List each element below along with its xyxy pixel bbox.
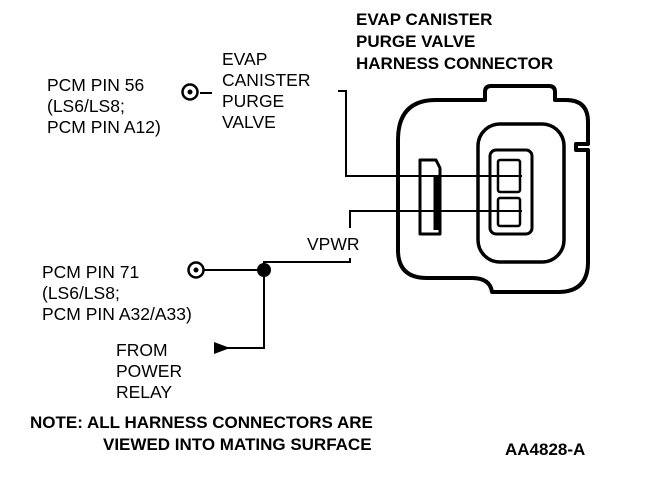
note-text: NOTE: ALL HARNESS CONNECTORS ARE VIEWED …: [30, 412, 373, 456]
terminal-block: [488, 148, 534, 236]
connector-cavity: [476, 122, 566, 264]
connector-housing: [396, 84, 590, 294]
valve-label-line: VALVE: [222, 112, 276, 132]
pin71-label-line: PCM PIN A32/A33): [42, 304, 192, 324]
relay-wire: [226, 276, 265, 349]
pin71-label-line: PCM PIN 71: [42, 262, 140, 282]
connector-title: EVAP CANISTER PURGE VALVE HARNESS CONNEC…: [356, 9, 553, 75]
valve-label-line: CANISTER: [222, 70, 311, 90]
splice-node: [257, 263, 271, 277]
pin56-label-line: PCM PIN A12): [47, 117, 161, 137]
pin71-label-line: (LS6/LS8;: [42, 283, 120, 303]
relay-label-line: RELAY: [116, 382, 173, 402]
note-line: VIEWED INTO MATING SURFACE: [103, 435, 372, 454]
pin71-label: PCM PIN 71 (LS6/LS8; PCM PIN A32/A33): [42, 262, 192, 325]
relay-label: FROM POWER RELAY: [116, 340, 182, 403]
valve-label-line: EVAP: [222, 49, 268, 69]
figure-id: AA4828-A: [505, 440, 586, 459]
pin56-label-line: PCM PIN 56: [47, 75, 145, 95]
vpwr-label: VPWR: [307, 234, 360, 254]
valve-label: EVAP CANISTER PURGE VALVE: [222, 49, 310, 133]
pin56-label: PCM PIN 56 (LS6/LS8; PCM PIN A12): [47, 75, 161, 138]
pin71-terminal-dot: [193, 267, 199, 273]
vpwr-drop: [263, 258, 351, 270]
note-line: NOTE: ALL HARNESS CONNECTORS ARE: [30, 413, 373, 432]
relay-label-line: POWER: [116, 361, 183, 381]
connector-title-line: HARNESS CONNECTOR: [356, 54, 554, 73]
pin56-label-line: (LS6/LS8;: [47, 96, 125, 116]
connector-title-line: EVAP CANISTER: [356, 10, 493, 29]
valve-wire: [338, 90, 522, 177]
valve-label-line: PURGE: [222, 91, 285, 111]
pin56-terminal-dot: [187, 89, 193, 95]
connector-title-line: PURGE VALVE: [356, 32, 476, 51]
relay-label-line: FROM: [116, 340, 168, 360]
connector-latch: [418, 158, 442, 236]
vpwr-wire: [349, 210, 522, 228]
relay-arrow: [214, 342, 230, 354]
